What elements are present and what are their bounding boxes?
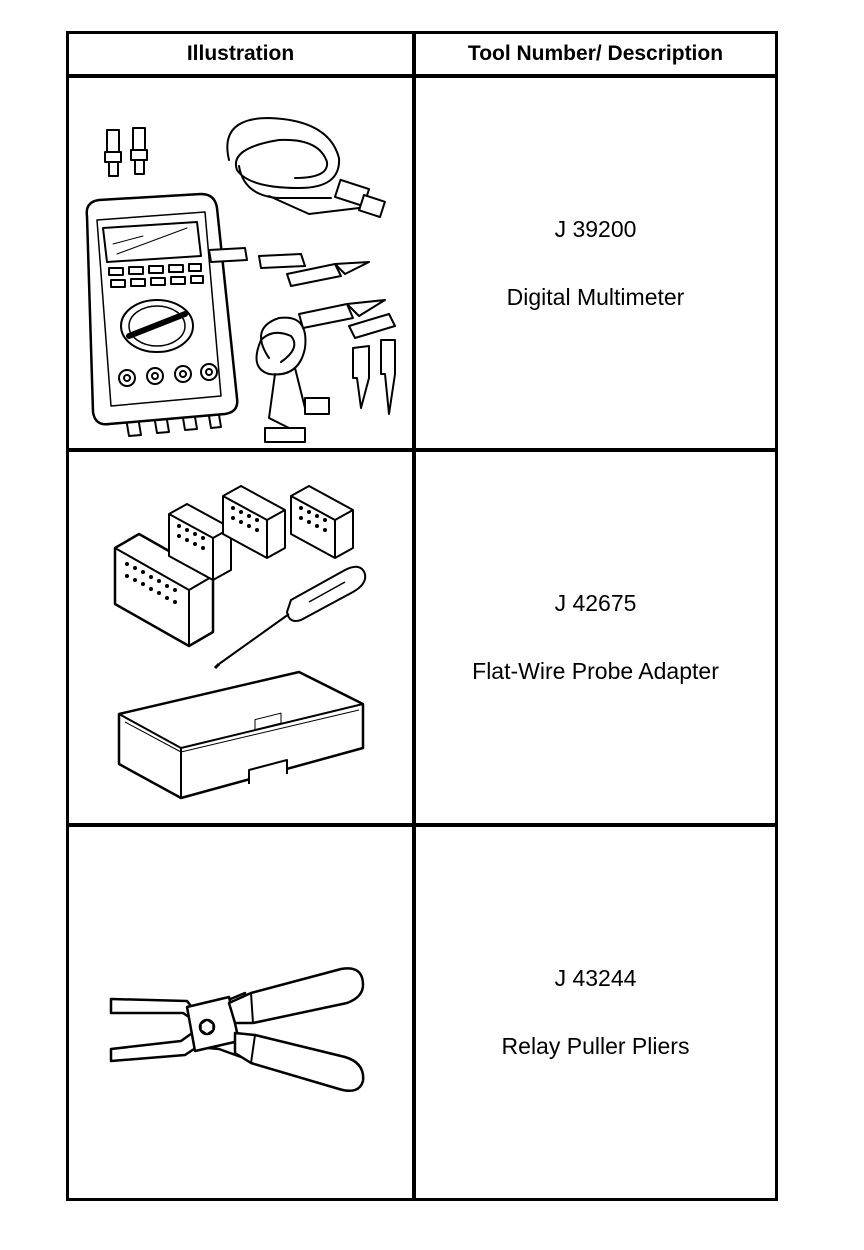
tool-number: J 43244 bbox=[554, 965, 637, 991]
row-flat-wire-probe-adapter: J 42675 Flat-Wire Probe Adapter bbox=[416, 452, 775, 823]
row-divider bbox=[69, 823, 775, 827]
tool-number: J 39200 bbox=[554, 216, 637, 242]
tool-description: Relay Puller Pliers bbox=[501, 1033, 690, 1059]
header-illustration: Illustration bbox=[186, 42, 295, 65]
tool-number: J 42675 bbox=[554, 590, 637, 616]
tool-table: Illustration Tool Number/ Description bbox=[66, 31, 778, 1201]
tool-description: Digital Multimeter bbox=[506, 284, 685, 310]
header-divider bbox=[69, 74, 775, 78]
relay-puller-pliers-illustration bbox=[69, 827, 412, 1198]
row-relay-puller-pliers: J 43244 Relay Puller Pliers bbox=[416, 827, 775, 1198]
flat-wire-probe-adapter-illustration bbox=[69, 452, 412, 823]
header-tool-description: Tool Number/ Description bbox=[467, 42, 724, 65]
row-digital-multimeter: J 39200 Digital Multimeter bbox=[416, 78, 775, 448]
row-divider bbox=[69, 448, 775, 452]
digital-multimeter-illustration bbox=[69, 78, 412, 448]
column-divider bbox=[412, 34, 416, 1198]
tool-description: Flat-Wire Probe Adapter bbox=[472, 658, 719, 684]
